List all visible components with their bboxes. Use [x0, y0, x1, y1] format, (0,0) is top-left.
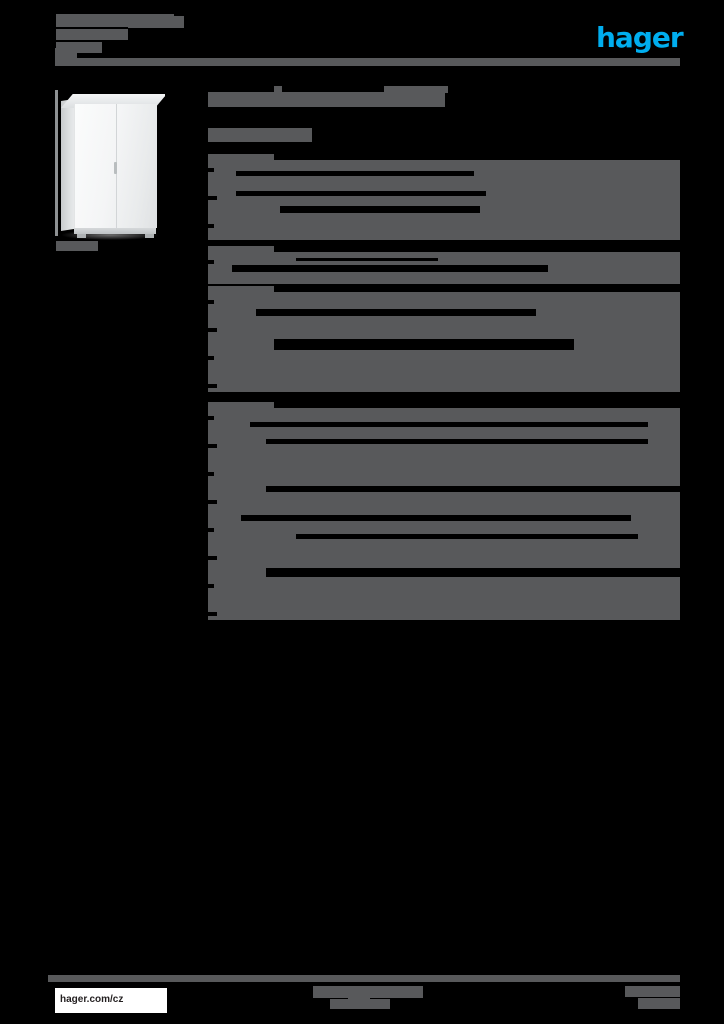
spec-group: [208, 154, 680, 240]
header-title-line-2: [56, 29, 128, 40]
cabinet-foot-left: [77, 234, 86, 238]
spec-row-gutter: [208, 328, 217, 332]
footer-center-text-secondary: [330, 999, 390, 1009]
spec-row-value: [266, 486, 680, 492]
spec-row-value: [232, 265, 548, 272]
spec-row-gutter: [208, 356, 214, 360]
page-header: hager: [0, 0, 724, 75]
header-title-line-3: [56, 42, 102, 53]
cabinet-door-handle: [114, 162, 117, 174]
spec-row-value: [236, 191, 486, 196]
spec-group-heading: [208, 154, 274, 161]
spec-row-gutter: [208, 528, 214, 532]
cabinet-front-doors: [74, 104, 157, 228]
spec-row-gutter: [208, 384, 217, 388]
footer-center-text: [313, 986, 423, 998]
page-title: [208, 92, 445, 107]
header-divider: [55, 58, 680, 66]
spec-row-value: [236, 171, 474, 176]
spec-row-value: [250, 422, 648, 427]
spec-row-value: [280, 206, 480, 213]
spec-row-value: [256, 309, 536, 316]
product-image-panel: [55, 88, 165, 246]
spec-row-value: [274, 339, 574, 350]
product-photo[interactable]: [55, 88, 165, 246]
spec-row-gutter: [208, 500, 217, 504]
spec-row-value: [266, 439, 648, 444]
doc-title-marker: [274, 86, 282, 93]
footer-url-link[interactable]: hager.com/cz: [60, 994, 124, 1005]
header-rule-cap: [55, 48, 77, 58]
footer-center-marker: [348, 994, 370, 1001]
footer-right-text: [625, 986, 680, 997]
spec-group: [208, 286, 680, 392]
page-footer: [0, 975, 724, 1024]
header-reference-tag: [128, 16, 184, 28]
spec-group: [208, 402, 680, 620]
spec-group-heading: [208, 246, 274, 253]
spec-row-gutter: [208, 224, 214, 228]
page-subtitle: [208, 128, 312, 142]
spec-row-value: [266, 568, 680, 577]
footer-url-box[interactable]: hager.com/cz: [55, 988, 167, 1013]
footer-right-text-secondary: [638, 998, 680, 1009]
cabinet-base: [74, 228, 156, 234]
product-caption: [56, 241, 98, 251]
spec-row-gutter: [208, 300, 214, 304]
footer-divider: [48, 975, 680, 982]
hager-logo[interactable]: hager: [596, 21, 684, 54]
spec-row-gutter: [208, 612, 217, 616]
spec-group-heading: [208, 286, 274, 293]
spec-row-value: [296, 258, 438, 261]
spec-row-gutter: [208, 416, 214, 420]
spec-row-gutter: [208, 444, 217, 448]
spec-row-value: [296, 534, 638, 539]
spec-group: [208, 246, 680, 284]
doc-title-marker-secondary: [384, 86, 448, 93]
spec-row-gutter: [208, 168, 214, 172]
spec-row-gutter: [208, 260, 214, 264]
spec-row-value: [241, 515, 631, 521]
spec-row-gutter: [208, 196, 217, 200]
spec-row-gutter: [208, 472, 214, 476]
product-shadow: [62, 230, 158, 240]
spec-group-heading: [208, 402, 274, 409]
product-frame-edge: [55, 90, 58, 236]
spec-row-gutter: [208, 584, 214, 588]
cabinet-foot-right: [145, 234, 154, 238]
spec-row-gutter: [208, 556, 217, 560]
